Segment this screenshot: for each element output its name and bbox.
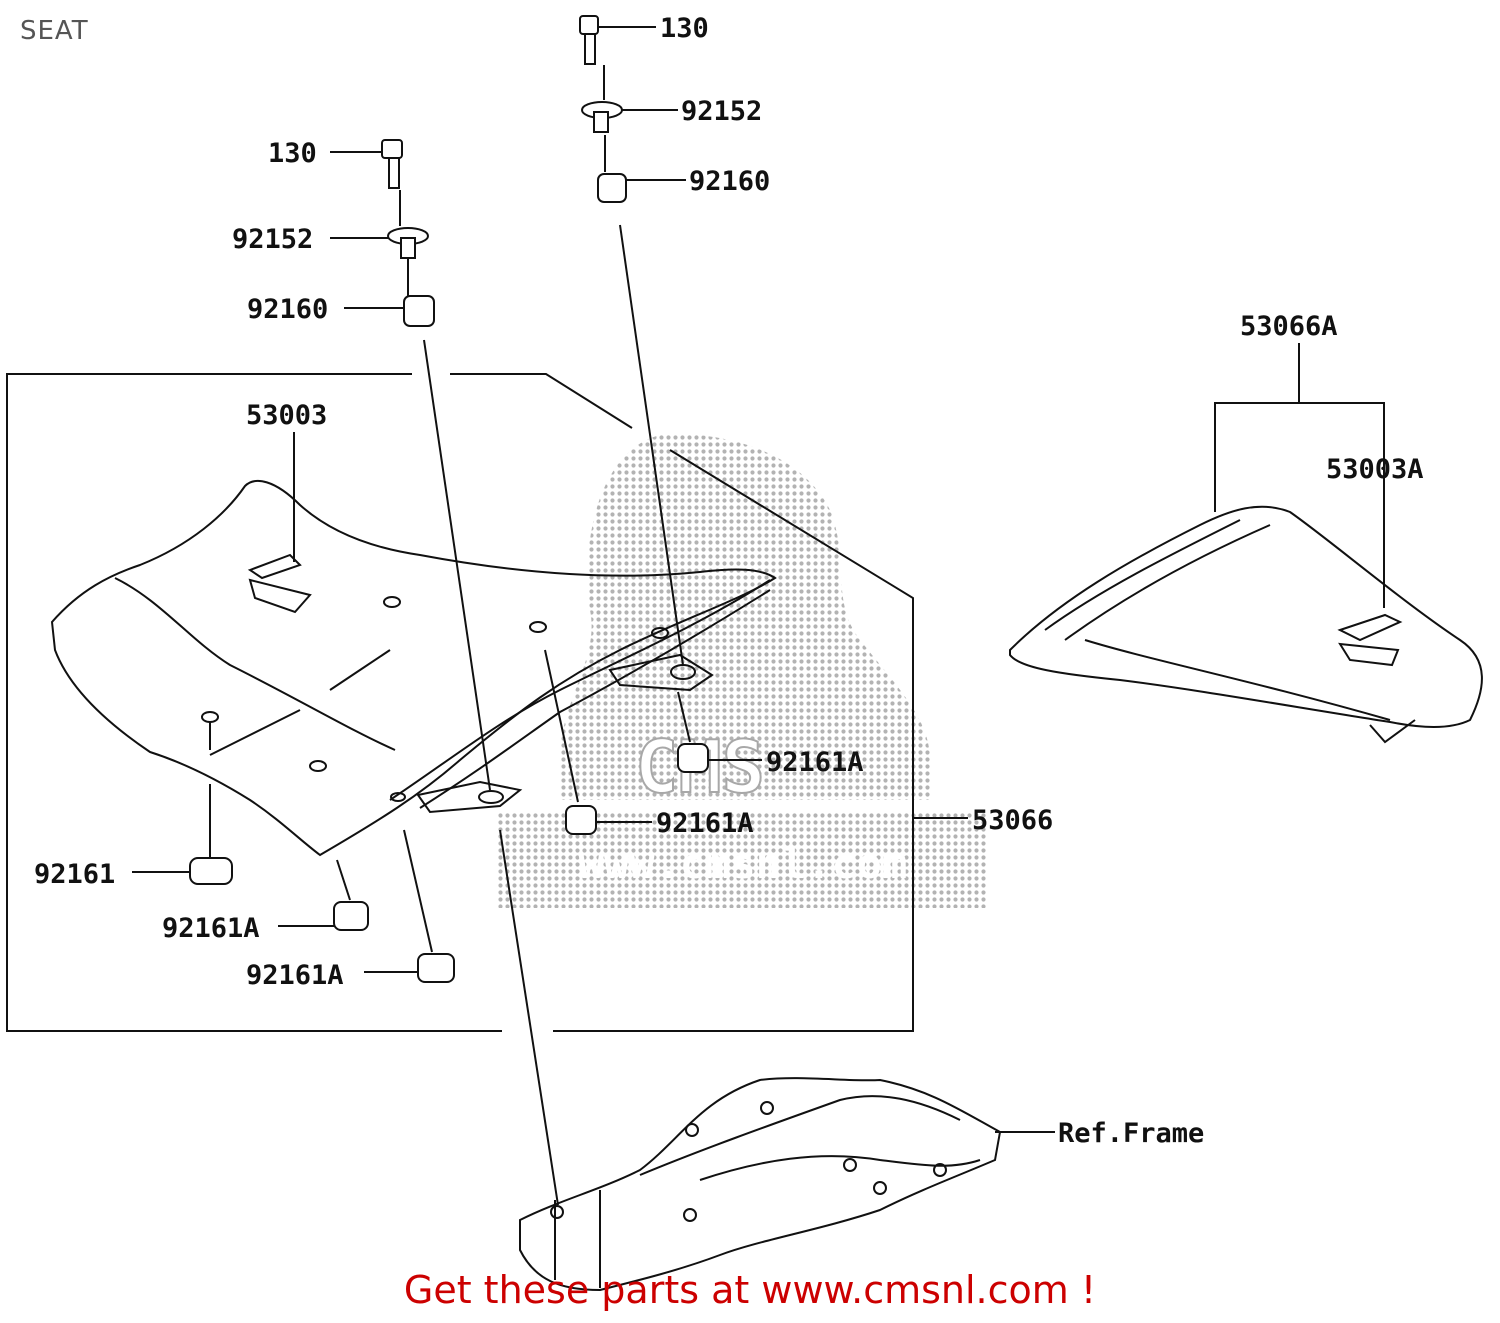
label-damper-front-left: 92161 [34,859,115,890]
leader-lines [132,26,1385,1206]
label-frame-reference: Ref.Frame [1058,1118,1204,1149]
front-seat-group-box [6,373,914,1032]
label-bolt-left: 130 [268,138,317,169]
page-title: SEAT [20,16,89,46]
front-seat [50,479,777,857]
label-washer-right: 92152 [681,96,762,127]
promo-link[interactable]: Get these parts at www.cmsnl.com ! [403,1268,1097,1312]
watermark-site: www.cmsnl.com [579,839,908,888]
watermark-emblem [560,434,930,800]
label-damper-a-2: 92161A [246,960,344,991]
watermark-logo: CMS www.cmsnl.com [498,434,988,908]
label-bolt-right: 130 [660,13,709,44]
label-grommet-right: 92160 [689,166,770,197]
label-damper-a-4: 92161A [656,808,754,839]
part-labels: 130 92152 92160 130 92152 92160 53003 53… [34,13,1424,1149]
label-damper-a-3: 92161A [766,747,864,778]
label-grommet-left: 92160 [247,294,328,325]
frame [519,1077,1002,1292]
rear-seat [1009,505,1483,744]
label-front-seat-assembly: 53066 [972,805,1053,836]
label-washer-left: 92152 [232,224,313,255]
label-rear-seat-cover: 53003A [1326,454,1424,485]
label-rear-seat-assembly: 53066A [1240,311,1338,342]
label-seat-front-cover: 53003 [246,400,327,431]
hardware [189,15,709,983]
label-damper-a-1: 92161A [162,913,260,944]
promo-banner: Get these parts at www.cmsnl.com ! [0,1268,1500,1312]
